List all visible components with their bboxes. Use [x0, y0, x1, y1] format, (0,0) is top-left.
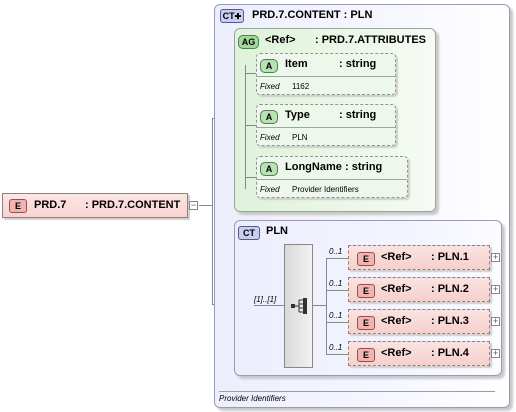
- attribute-longname[interactable]: A LongName : string Fixed Provider Ident…: [256, 156, 408, 198]
- expand-icon[interactable]: +: [491, 252, 500, 262]
- root-element-type: : PRD.7.CONTENT: [85, 199, 181, 211]
- attribute-type: : string: [339, 58, 377, 70]
- attribute-name: Type: [285, 109, 310, 121]
- pln-element-1[interactable]: E <Ref> : PLN.1: [348, 245, 490, 270]
- element-occurrence: 0..1: [329, 247, 343, 256]
- attribute-type-field[interactable]: A Type : string Fixed PLN: [256, 104, 396, 146]
- element-badge: E: [357, 284, 375, 298]
- content-type-title: PRD.7.CONTENT : PLN: [252, 9, 373, 21]
- attribute-item[interactable]: A Item : string Fixed 1162: [256, 53, 396, 95]
- fixed-value: PLN: [292, 133, 308, 142]
- element-occurrence: 0..1: [329, 343, 343, 352]
- element-badge: E: [357, 348, 375, 362]
- element-ref: <Ref>: [381, 251, 412, 263]
- footer-separator: [219, 391, 495, 392]
- attribute-group-name: : PRD.7.ATTRIBUTES: [315, 34, 427, 46]
- element-badge: E: [9, 199, 27, 213]
- attribute-type: : string: [339, 109, 377, 121]
- sequence-compositor[interactable]: [284, 244, 313, 368]
- root-element[interactable]: E PRD.7 : PRD.7.CONTENT: [2, 193, 188, 218]
- main-vertical-connector: [212, 118, 213, 304]
- attribute-type: : string: [345, 161, 383, 173]
- attribute-separator: [257, 179, 407, 180]
- element-name: : PLN.3: [431, 315, 469, 327]
- attribute-name: LongName: [285, 161, 342, 173]
- sequence-occurrence: [1]..[1]: [254, 295, 277, 304]
- fixed-value: Provider Identifiers: [292, 185, 359, 194]
- collapse-icon[interactable]: −: [189, 200, 198, 210]
- attribute-branch: [245, 73, 257, 74]
- element-badge: E: [357, 252, 375, 266]
- pln-element-4[interactable]: E <Ref> : PLN.4: [348, 341, 490, 366]
- element-badge: E: [357, 316, 375, 330]
- attribute-separator: [257, 76, 395, 77]
- fixed-label: Fixed: [260, 82, 280, 91]
- pln-element-2[interactable]: E <Ref> : PLN.2: [348, 277, 490, 302]
- element-ref: <Ref>: [381, 315, 412, 327]
- element-occurrence: 0..1: [329, 311, 343, 320]
- complex-type-plus-badge: CT✚: [220, 9, 244, 23]
- element-name: : PLN.1: [431, 251, 469, 263]
- attribute-badge: A: [260, 59, 278, 73]
- expand-icon[interactable]: +: [491, 316, 500, 326]
- root-connector: [199, 205, 212, 206]
- content-type-footer: Provider Identifiers: [219, 394, 286, 403]
- sequence-icon: [291, 298, 307, 314]
- attribute-name: Item: [285, 58, 308, 70]
- fixed-value: 1162: [292, 82, 310, 91]
- expand-icon[interactable]: +: [491, 348, 500, 358]
- element-occurrence: 0..1: [329, 279, 343, 288]
- attribute-group-badge: AG: [238, 35, 259, 49]
- attribute-separator: [257, 127, 395, 128]
- attribute-tree-line: [245, 65, 246, 189]
- fixed-label: Fixed: [260, 185, 280, 194]
- element-name: : PLN.2: [431, 283, 469, 295]
- attribute-branch: [245, 177, 257, 178]
- attribute-branch: [245, 125, 257, 126]
- element-ref: <Ref>: [381, 347, 412, 359]
- pln-element-3[interactable]: E <Ref> : PLN.3: [348, 309, 490, 334]
- complex-type-badge: CT: [238, 226, 260, 240]
- sequence-connector: [254, 305, 284, 306]
- element-name: : PLN.4: [431, 347, 469, 359]
- element-branch: [326, 258, 348, 259]
- attribute-badge: A: [260, 110, 278, 124]
- element-branch: [326, 354, 348, 355]
- attribute-badge: A: [260, 162, 278, 176]
- element-branch: [326, 290, 348, 291]
- fixed-label: Fixed: [260, 133, 280, 142]
- sequence-children-line: [326, 258, 327, 354]
- root-element-name: PRD.7: [34, 199, 67, 211]
- sequence-out-connector: [313, 305, 326, 306]
- attribute-group-ref: <Ref>: [265, 34, 296, 46]
- pln-type-name: PLN: [266, 225, 288, 237]
- expand-icon[interactable]: +: [491, 284, 500, 294]
- element-branch: [326, 322, 348, 323]
- element-ref: <Ref>: [381, 283, 412, 295]
